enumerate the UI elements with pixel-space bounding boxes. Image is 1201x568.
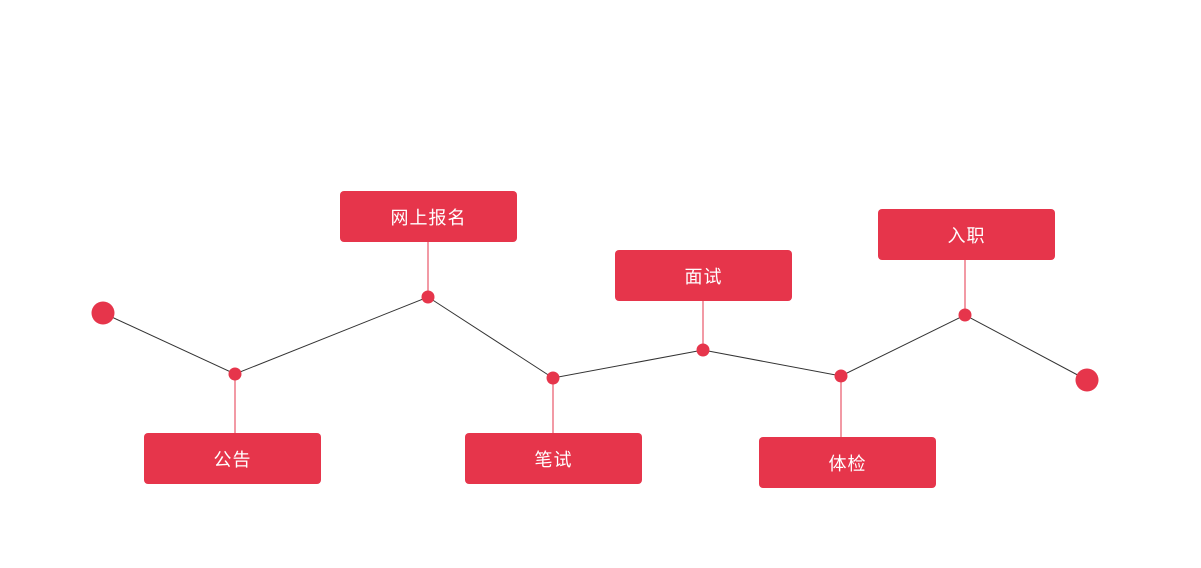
step-node-0 <box>228 367 242 381</box>
step-label-online-registration: 网上报名 <box>390 207 467 229</box>
step-node-4 <box>834 369 848 383</box>
step-label-onboarding: 入职 <box>947 225 986 247</box>
step-box-online-registration: 网上报名 <box>340 191 517 242</box>
step-node-1 <box>421 290 435 304</box>
step-label-announcement: 公告 <box>213 449 252 471</box>
step-box-onboarding: 入职 <box>878 209 1055 260</box>
step-box-interview: 面试 <box>615 250 792 301</box>
end-endpoint <box>1075 368 1099 392</box>
step-label-medical-exam: 体检 <box>828 453 867 475</box>
step-label-written-exam: 笔试 <box>534 449 573 471</box>
start-endpoint <box>91 301 115 325</box>
step-node-3 <box>696 343 710 357</box>
timeline-path <box>102 296 1088 381</box>
step-label-interview: 面试 <box>684 266 723 288</box>
step-box-written-exam: 笔试 <box>465 433 642 484</box>
step-box-medical-exam: 体检 <box>759 437 936 488</box>
step-node-2 <box>546 371 560 385</box>
step-node-5 <box>958 308 972 322</box>
step-box-announcement: 公告 <box>144 433 321 484</box>
